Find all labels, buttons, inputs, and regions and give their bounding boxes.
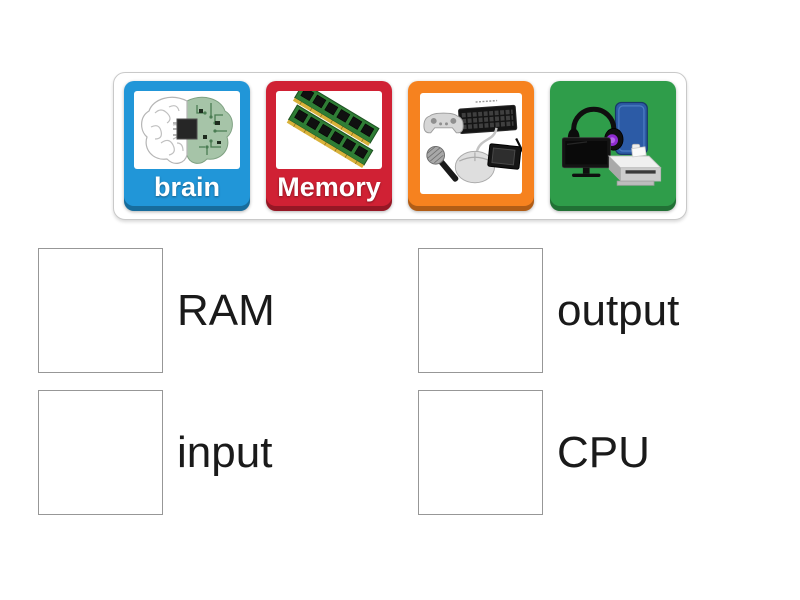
match-pair: output: [418, 248, 679, 373]
match-label: output: [557, 285, 680, 335]
brain-half-circuit-image: [134, 91, 240, 169]
input-devices-image: [420, 93, 522, 194]
drop-zone-input[interactable]: [38, 390, 163, 515]
drop-zone-cpu[interactable]: [418, 390, 543, 515]
tile-tray: brain: [113, 72, 687, 220]
draggable-tile-brain[interactable]: brain: [124, 81, 250, 211]
ram-memory-modules-image: [276, 91, 382, 169]
match-label: RAM: [177, 285, 275, 335]
draggable-tile-input-devices[interactable]: [408, 81, 534, 211]
match-pair: RAM: [38, 248, 275, 373]
match-pair: CPU: [418, 390, 650, 515]
tile-label: brain: [153, 172, 220, 202]
draggable-tile-memory[interactable]: Memory: [266, 81, 392, 211]
drop-zone-ram[interactable]: [38, 248, 163, 373]
match-label: input: [177, 427, 273, 477]
output-devices-image: [562, 93, 664, 194]
match-pair: input: [38, 390, 272, 515]
tile-label: Memory: [277, 172, 381, 202]
drop-zone-output[interactable]: [418, 248, 543, 373]
match-label: CPU: [557, 427, 650, 477]
draggable-tile-output-devices[interactable]: [550, 81, 676, 211]
